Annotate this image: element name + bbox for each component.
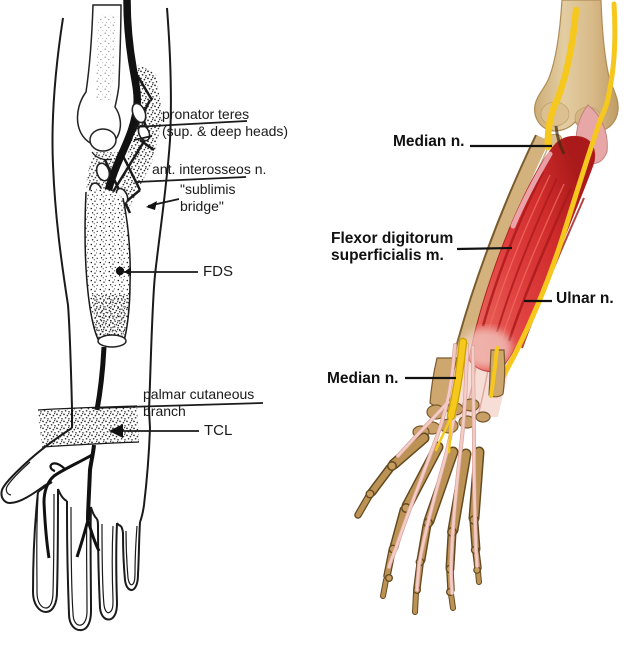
leader-pronator-teres-2	[133, 135, 153, 141]
label-median-bottom: Median n.	[327, 370, 399, 387]
label-palmar-cutaneous: palmar cutaneous branch	[143, 386, 255, 420]
label-fds: FDS	[203, 263, 233, 280]
left-hand-outline	[0, 427, 151, 632]
right-median-nerve-upper	[544, 6, 580, 151]
right-crevice-shadow	[554, 125, 566, 155]
arrowhead-fds	[115, 266, 125, 276]
leader-ant-interosseos	[135, 176, 247, 183]
label-flexor-digitorum: Flexor digitorum superficialis m.	[331, 230, 454, 265]
left-arm-contour-right	[147, 7, 172, 429]
label-sublimis-bridge: "sublimis bridge"	[180, 181, 236, 215]
right-median-nerve-wrist	[434, 337, 499, 454]
right-figure	[354, 0, 619, 615]
label-ant-interosseos: ant. interosseos n.	[152, 161, 267, 177]
left-hand-inner-lines	[5, 461, 138, 626]
right-hand-bones	[354, 432, 485, 615]
left-hand-nerve-branches	[42, 444, 101, 559]
leader-pronator-teres	[133, 120, 248, 128]
left-figure	[0, 0, 264, 632]
left-leader-lines	[91, 120, 264, 432]
label-median-top: Median n.	[393, 133, 465, 150]
left-median-nerve-lower	[94, 346, 107, 411]
left-arm-contour-left	[51, 17, 73, 428]
left-humerus-bone	[76, 4, 122, 161]
right-leader-lines	[405, 144, 552, 380]
left-fds-muscle	[84, 188, 131, 348]
label-ulnar: Ulnar n.	[556, 290, 614, 307]
arrowhead-tcl	[109, 424, 123, 438]
leader-palmar-cutaneous	[91, 402, 264, 409]
label-tcl: TCL	[204, 422, 233, 439]
right-ulnar-nerve	[494, 1, 618, 393]
label-pronator-teres: pronator teres (sup. & deep heads)	[162, 106, 289, 140]
arrowhead-sublimis	[146, 201, 157, 210]
leader-flexor	[456, 246, 513, 251]
